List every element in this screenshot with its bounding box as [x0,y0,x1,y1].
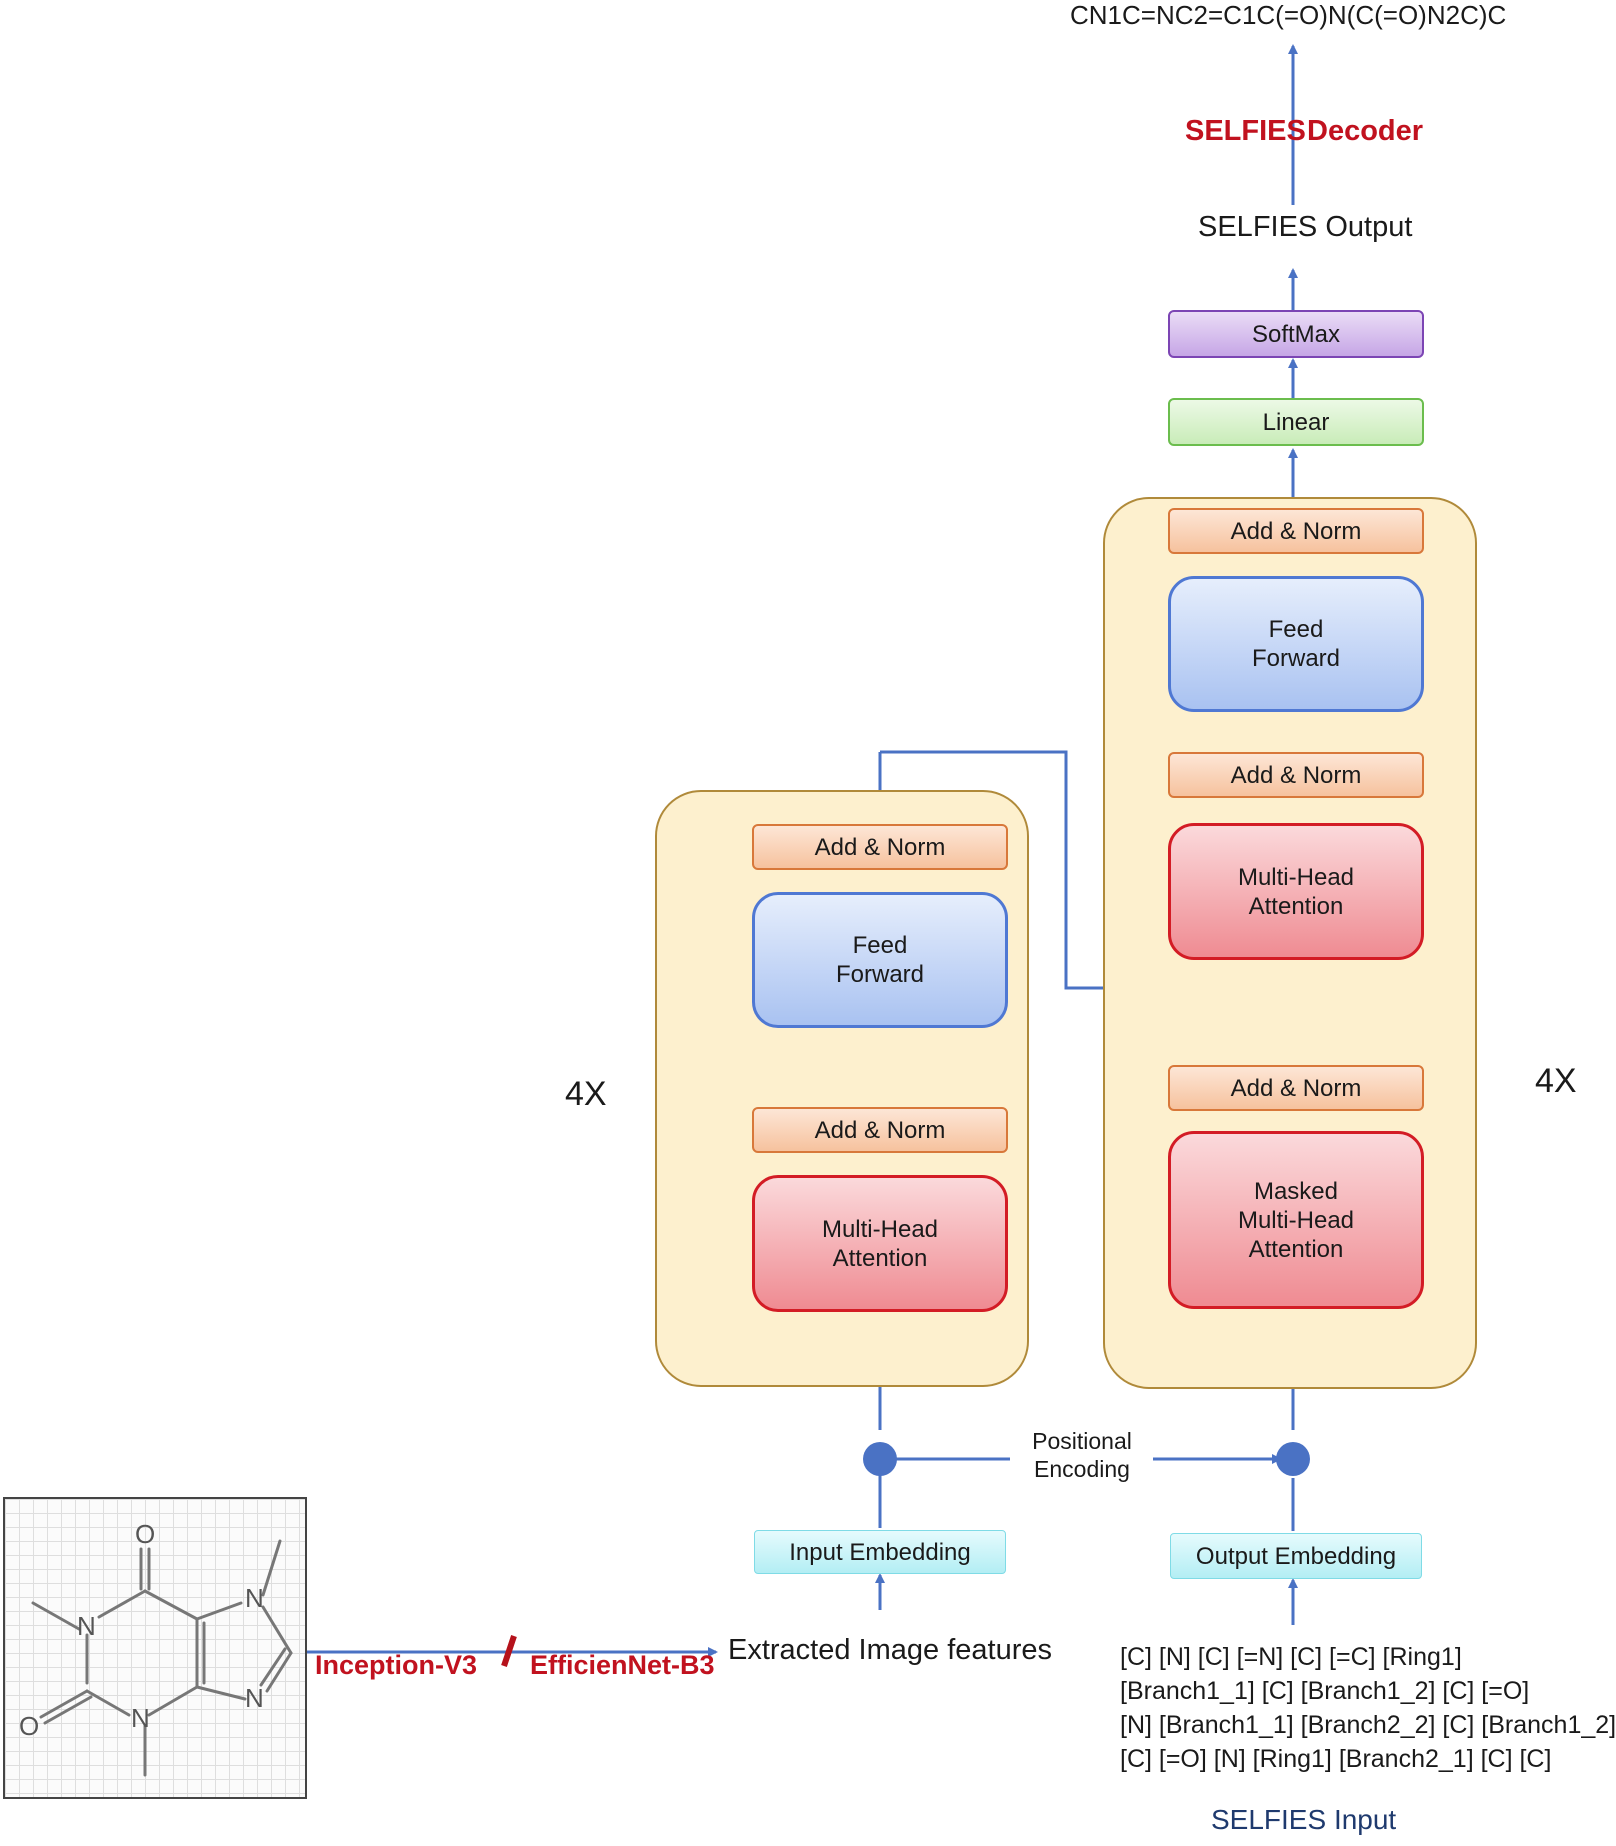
softmax-block: SoftMax [1168,310,1424,358]
atom-n3: N [131,1703,150,1733]
output-embedding-block: Output Embedding [1170,1533,1422,1579]
decoder-add-norm-top-label: Add & Norm [1230,517,1362,545]
atom-o-left: O [19,1711,39,1741]
encoder-add-norm-top: Add & Norm [752,824,1008,870]
encoder-attention-line2: Attention [832,1244,928,1272]
decoder-cross-attention-line2: Attention [1248,892,1344,920]
input-embedding-label: Input Embedding [789,1538,971,1566]
selfies-token-line: [Branch1_1] [C] [Branch1_2] [C] [=O] [1120,1677,1530,1705]
selfies-token-line: [N] [Branch1_1] [Branch2_2] [C] [Branch1… [1120,1711,1616,1739]
decoder-add-norm-bottom: Add & Norm [1168,1065,1424,1111]
decoder-masked-attention-line3: Attention [1248,1235,1344,1263]
decoder-add-norm-bottom-label: Add & Norm [1230,1074,1362,1102]
decoder-cross-attention-line1: Multi-Head [1237,863,1355,891]
selfies-token-line: [C] [=O] [N] [Ring1] [Branch2_1] [C] [C] [1120,1745,1552,1773]
decoder-feed-forward-line1: Feed [1268,616,1324,643]
encoder-add-norm-bottom: Add & Norm [752,1107,1008,1153]
cnn-inception-label: Inception-V3 [315,1650,478,1680]
extracted-image-features-label: Extracted Image features [728,1634,1052,1666]
encoder-add-norm-bottom-label: Add & Norm [814,1116,946,1144]
encoder-multi-head-attention: Multi-Head Attention [752,1175,1008,1312]
encoder-repeat-label: 4X [565,1075,607,1113]
decoder-repeat-label: 4X [1535,1062,1577,1100]
decoder-masked-multi-head-attention: Masked Multi-Head Attention [1168,1131,1424,1309]
selfies-input-label: SELFIES Input [1211,1804,1397,1835]
decoder-feed-forward: Feed Forward [1168,576,1424,712]
encoder-feed-forward: Feed Forward [752,892,1008,1028]
selfies-output-label: SELFIES Output [1198,211,1413,243]
selfies-token-list: [C] [N] [C] [=N] [C] [=C] [Ring1] [Branc… [1120,1640,1616,1776]
decoder-multi-head-attention: Multi-Head Attention [1168,823,1424,960]
decoder-masked-attention-line2: Multi-Head [1237,1206,1355,1234]
positional-encoding-line1: Positional [1032,1428,1132,1454]
positional-encoding-label: Positional Encoding [1012,1427,1152,1483]
decoder-label-selfies: SELFIES [1185,115,1306,147]
softmax-label: SoftMax [1251,320,1341,348]
input-embedding-block: Input Embedding [754,1530,1006,1574]
output-embedding-label: Output Embedding [1195,1542,1397,1570]
positional-encoding-line2: Encoding [1034,1456,1130,1482]
decoder-masked-attention-line1: Masked [1253,1177,1339,1205]
decoder-label-decoder: Decoder [1307,115,1424,147]
decoder-add-norm-top: Add & Norm [1168,508,1424,554]
atom-n1: N [77,1611,96,1641]
encoder-add-norm-top-label: Add & Norm [814,833,946,861]
encoder-feed-forward-line1: Feed [852,932,908,959]
decoder-feed-forward-line2: Forward [1251,645,1341,672]
decoder-add-norm-mid: Add & Norm [1168,752,1424,798]
output-smiles: CN1C=NC2=C1C(=O)N(C(=O)N2C)C [1070,0,1507,30]
cnn-efficientnet-label: EfficienNet-B3 [530,1650,715,1680]
selfies-token-line: [C] [N] [C] [=N] [C] [=C] [Ring1] [1120,1643,1462,1671]
molecule-image: O N N N O N [3,1497,307,1799]
decoder-add-norm-mid-label: Add & Norm [1230,761,1362,789]
molecule-structure: O N N N O N [19,1519,293,1777]
atom-n9: N [245,1683,264,1713]
atom-n7: N [245,1583,264,1613]
linear-label: Linear [1262,408,1330,436]
encoder-attention-line1: Multi-Head [821,1215,939,1243]
encoder-feed-forward-line2: Forward [835,961,925,988]
linear-block: Linear [1168,398,1424,446]
atom-o-top: O [135,1519,155,1549]
